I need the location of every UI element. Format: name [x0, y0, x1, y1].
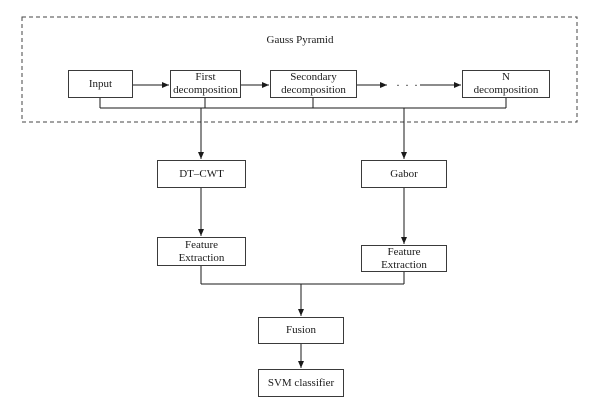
- gauss-pyramid-title: Gauss Pyramid: [266, 34, 334, 46]
- node-feature-extraction-right: Feature Extraction: [361, 245, 447, 272]
- node-gabor: Gabor: [361, 160, 447, 188]
- node-fusion: Fusion: [258, 317, 344, 344]
- node-svm-classifier: SVM classifier: [258, 369, 344, 397]
- node-first-decomposition: First decomposition: [170, 70, 241, 98]
- ellipsis-more-levels: · · ·: [396, 78, 419, 92]
- node-feature-extraction-left: Feature Extraction: [157, 237, 246, 266]
- node-input: Input: [68, 70, 133, 98]
- node-dt-cwt: DT–CWT: [157, 160, 246, 188]
- gauss-pyramid-frame: [21, 16, 578, 123]
- node-n-decomposition: N decomposition: [462, 70, 550, 98]
- node-secondary-decomposition: Secondary decomposition: [270, 70, 357, 98]
